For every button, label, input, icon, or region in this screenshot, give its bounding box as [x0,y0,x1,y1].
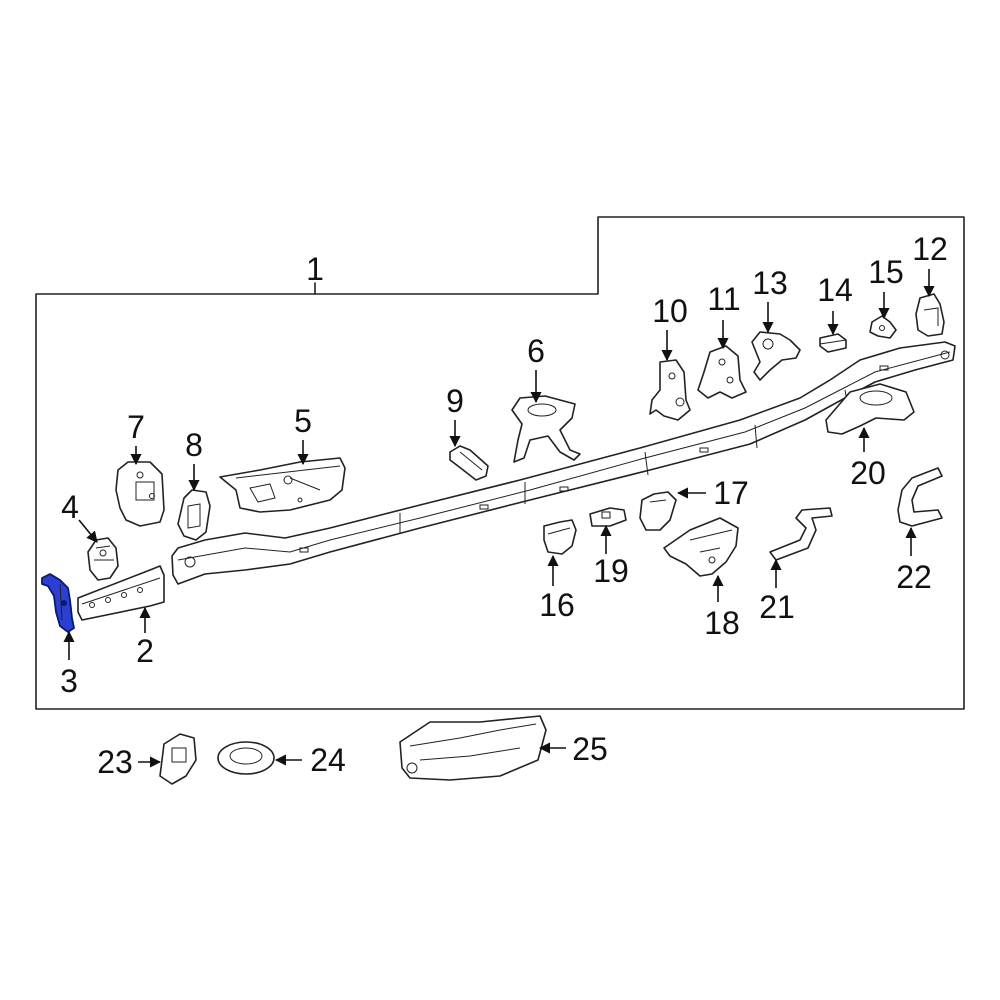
part-7-mount[interactable] [115,461,165,527]
callout-13: 13 [752,265,788,301]
callout-24: 24 [310,742,346,778]
part-24-spring-insulator[interactable] [217,741,275,775]
part-10-bracket[interactable] [649,359,691,421]
callout-6: 6 [527,333,545,369]
callout-17: 17 [713,475,749,511]
part-9-clip[interactable] [449,445,489,481]
part-25-frame-extension[interactable] [399,715,547,781]
callout-10: 10 [652,293,688,329]
part-8-mount[interactable] [177,489,211,541]
part-21-tube[interactable] [769,507,833,561]
part-6-crossmember[interactable] [511,395,581,463]
callout-3: 3 [60,663,78,699]
callout-19: 19 [593,553,629,589]
part-14-pad[interactable] [819,333,847,353]
part-5-crossmember-bracket[interactable] [219,457,346,513]
callout-18: 18 [704,605,740,641]
frame-rail[interactable] [171,341,956,585]
part-22-tube[interactable] [897,467,943,527]
callout-11: 11 [707,281,740,317]
part-20-spring-seat[interactable] [825,383,915,435]
callout-16: 16 [539,587,575,623]
callout-12: 12 [912,231,948,267]
assembly-boundary [35,216,965,710]
callout-25: 25 [572,731,608,767]
part-12-bracket[interactable] [915,293,945,337]
part-13-hanger[interactable] [751,331,801,381]
callout-15: 15 [868,254,904,290]
callout-5: 5 [294,403,312,439]
part-17-bracket[interactable] [639,491,677,531]
callout-8: 8 [185,427,203,463]
part-4-mount[interactable] [87,537,119,581]
callout-7: 7 [127,409,145,445]
part-18-bracket[interactable] [663,517,739,577]
part-3-bracket-highlighted[interactable] [41,573,75,633]
part-11-bracket[interactable] [697,345,747,399]
callout-20: 20 [850,455,886,491]
callout-1: 1 [306,251,324,287]
callout-23: 23 [97,744,133,780]
callout-9: 9 [446,383,464,419]
callout-22: 22 [896,559,932,595]
part-23-mount[interactable] [159,733,197,785]
part-2-bracket[interactable] [77,565,165,621]
part-16-bracket[interactable] [543,519,577,555]
part-15-bracket[interactable] [869,315,897,339]
callout-2: 2 [136,633,154,669]
callout-4: 4 [61,489,79,525]
part-19-clip[interactable] [589,507,627,527]
callout-arrows [63,269,935,768]
callout-21: 21 [759,589,795,625]
callout-14: 14 [817,272,853,308]
callout-labels: 1 2 3 4 5 6 7 8 9 10 11 12 13 14 15 16 1… [60,231,948,780]
